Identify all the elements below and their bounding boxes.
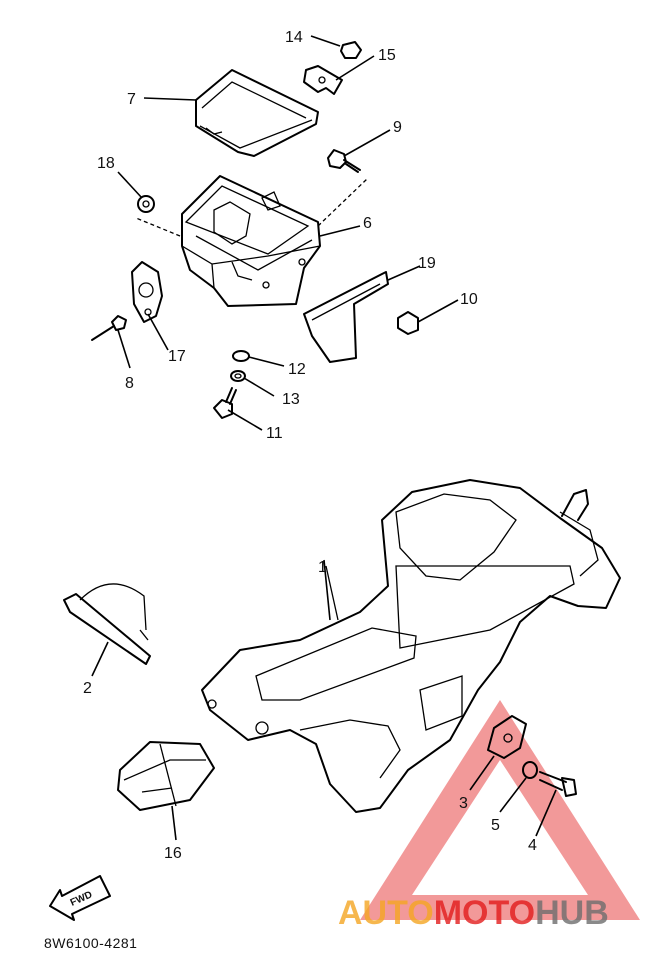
part-3-clamp: [487, 715, 527, 759]
label-9: 9: [393, 119, 402, 136]
part-18-grommet: [137, 195, 155, 213]
fwd-arrow: FWD: [49, 875, 111, 921]
label-14: 14: [285, 29, 303, 46]
label-17: 17: [168, 348, 186, 365]
label-6: 6: [363, 215, 372, 232]
label-11: 11: [266, 425, 283, 442]
part-13-washer: [230, 370, 246, 382]
part-10-nut: [397, 311, 419, 335]
part-code: 8W6100-4281: [44, 935, 137, 951]
label-16: 16: [164, 845, 182, 862]
part-4-bolt: [539, 771, 577, 797]
part-19-strap: [303, 271, 389, 363]
label-19: 19: [418, 255, 436, 272]
watermark-logo: [360, 700, 640, 920]
part-14-nut: [340, 41, 362, 59]
label-18: 18: [97, 155, 115, 172]
part-11-bolt: [213, 387, 237, 419]
label-12: 12: [288, 361, 306, 378]
watermark-auto: AUTO: [338, 894, 434, 932]
part-7-cover: [195, 69, 319, 157]
part-15-bracket: [303, 65, 343, 95]
label-8: 8: [125, 375, 134, 392]
part-6-battery-box: [135, 175, 369, 307]
part-17-plate: [131, 261, 163, 323]
part-2-rod: [63, 583, 151, 665]
label-10: 10: [460, 291, 478, 308]
part-9-bolt: [327, 149, 361, 173]
watermark-moto: MOTO: [434, 894, 535, 932]
leader-lines: [91, 35, 557, 841]
label-5: 5: [491, 817, 500, 834]
part-1-frame-cover: [201, 479, 621, 813]
part-12-washer: [232, 350, 250, 362]
label-3: 3: [459, 795, 468, 812]
watermark-hub: HUB: [535, 894, 609, 932]
part-16-band: [117, 741, 215, 811]
label-15: 15: [378, 47, 396, 64]
watermark-triangle: [360, 700, 640, 920]
part-8-screw: [91, 315, 127, 341]
part-labels: 14 15 7 9 18 6 19 10 17 8 12 13 11 1 2 3…: [83, 29, 537, 862]
label-2: 2: [83, 680, 92, 697]
label-4: 4: [528, 837, 537, 854]
watermark-wordmark: AUTOMOTOHUB: [338, 894, 609, 932]
label-1: 1: [318, 559, 327, 576]
label-7: 7: [127, 91, 136, 108]
part-5-washer: [522, 761, 538, 779]
label-13: 13: [282, 391, 300, 408]
